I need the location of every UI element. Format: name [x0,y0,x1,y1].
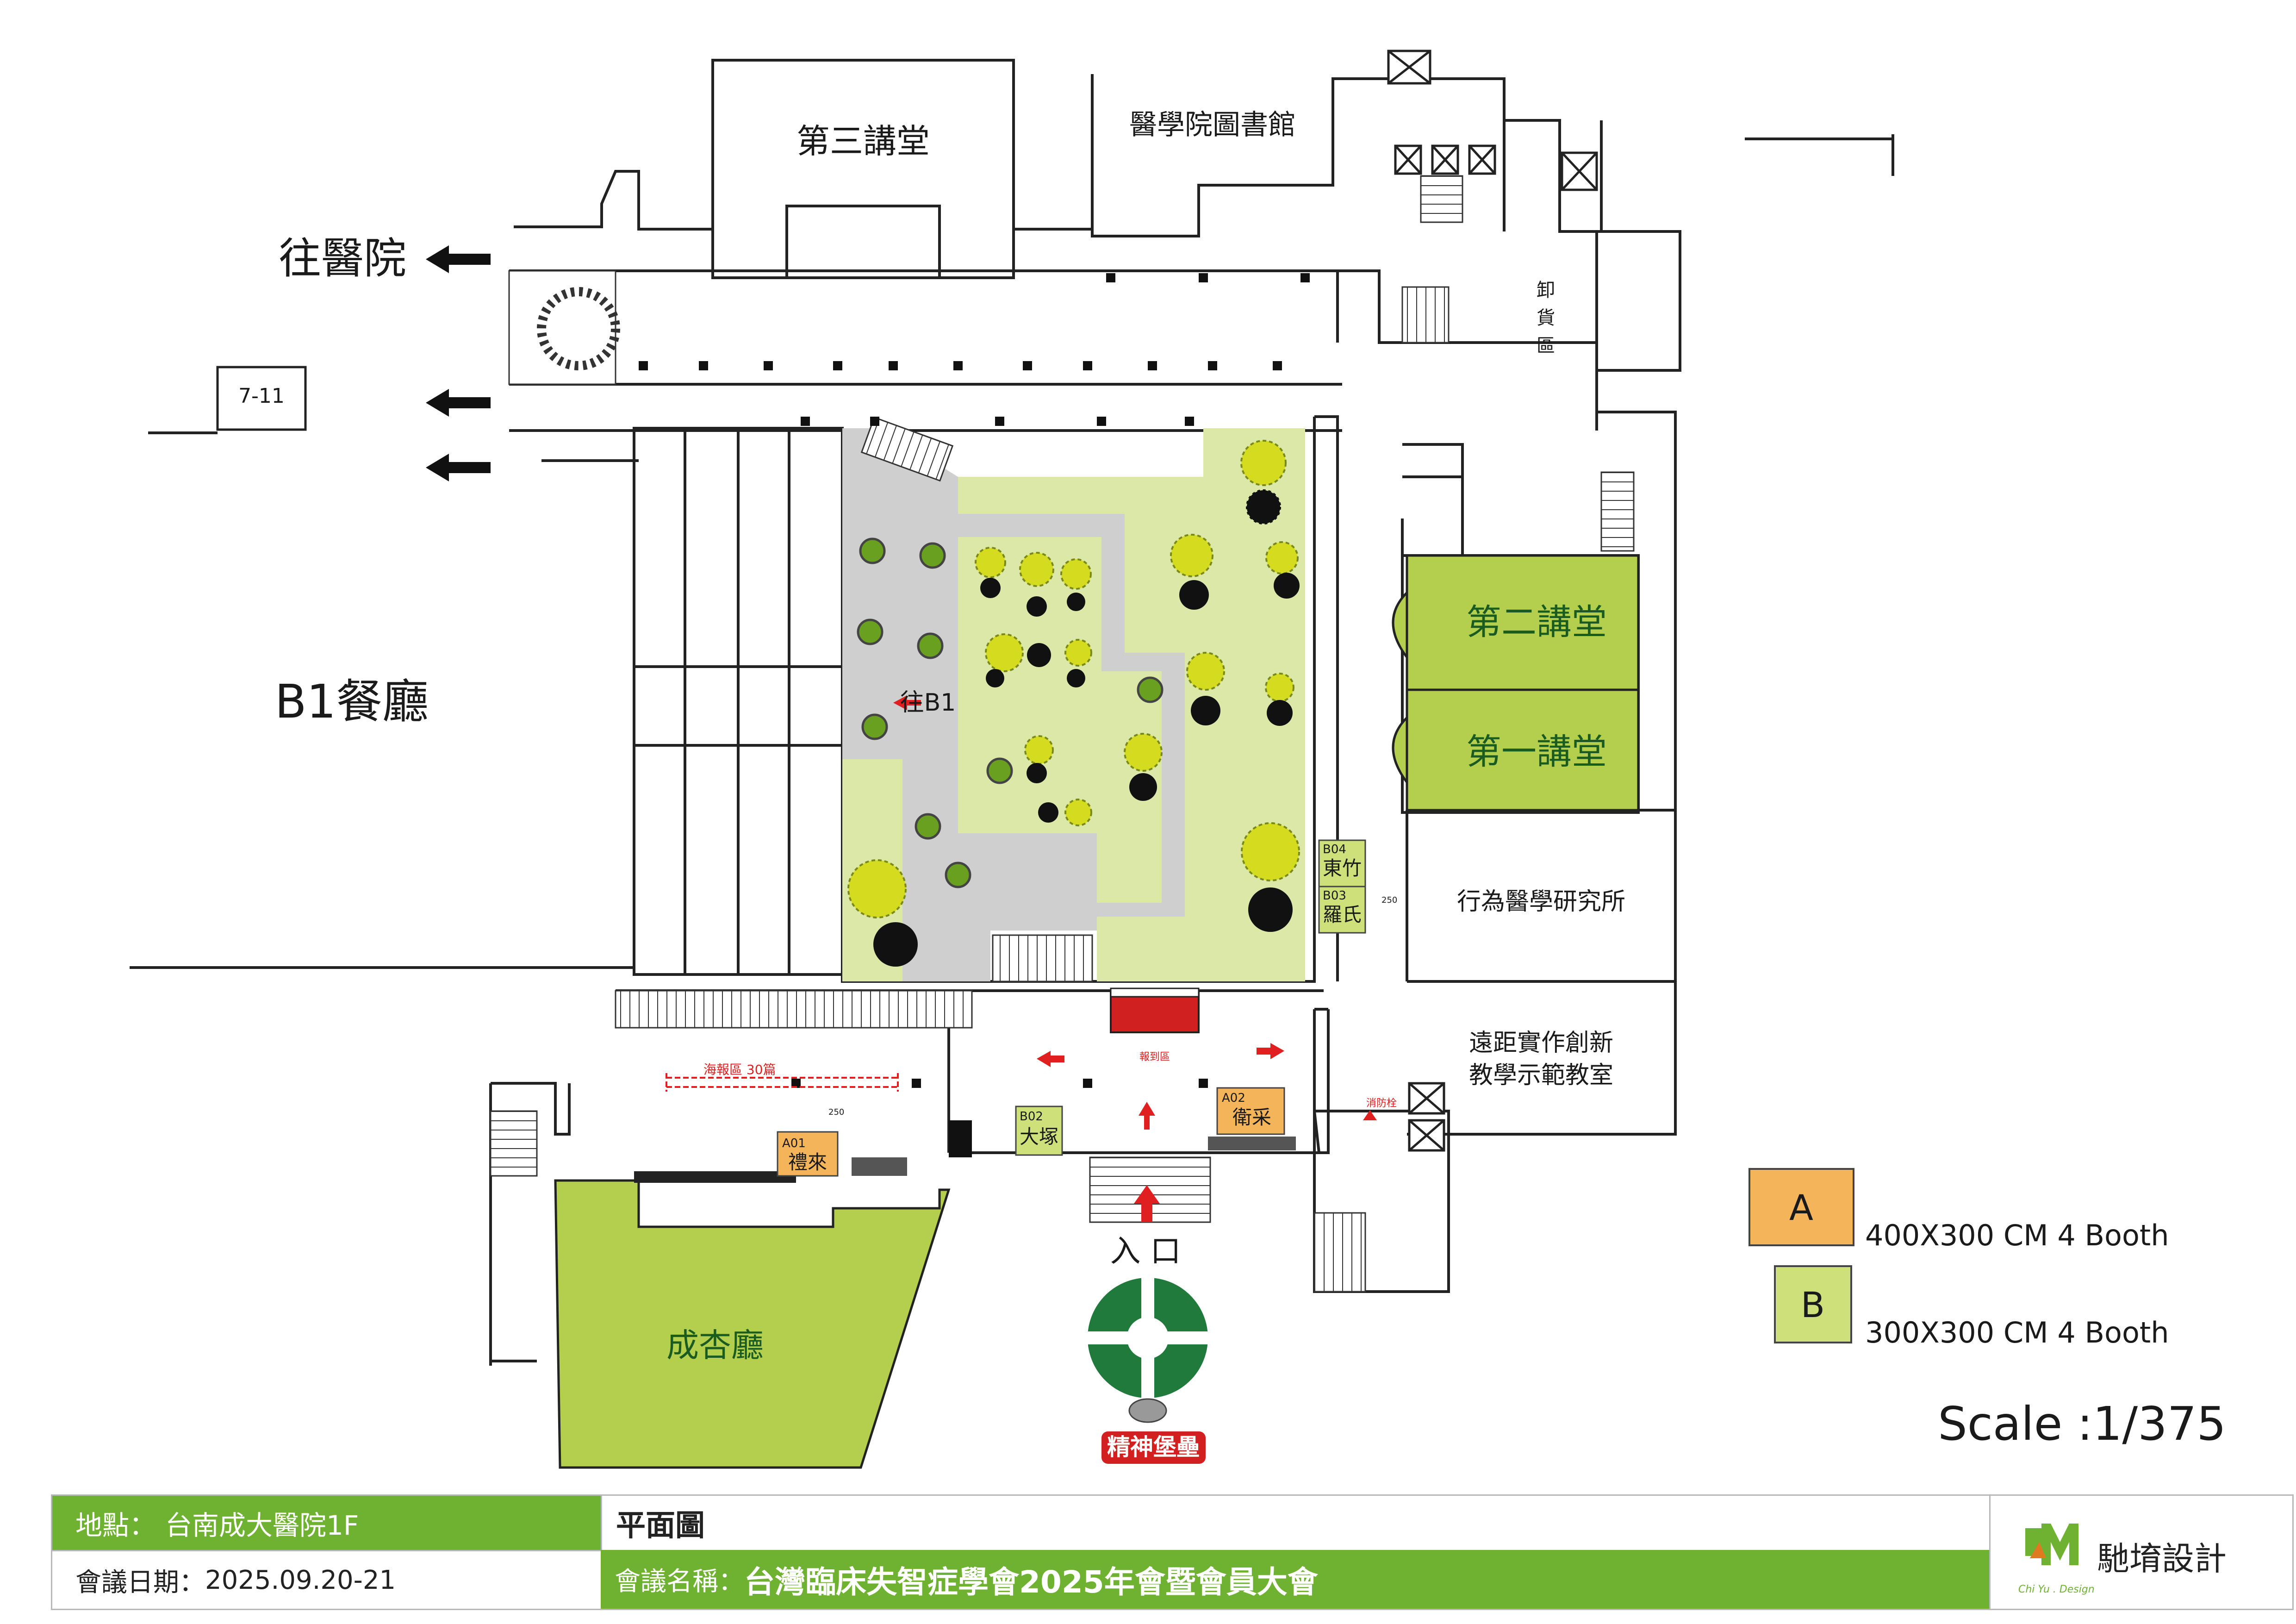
dimension-label-1: 250 [828,1107,844,1117]
location-label: 地點： [75,1509,156,1541]
entrance-arrow [1134,1185,1160,1222]
scale-label: Scale :1/375 [1938,1397,2226,1451]
plaza-tables [857,537,1164,888]
loading-label-2: 貨 [1537,307,1555,329]
legend-a-text: 400X300 CM 4 Booth [1865,1218,2169,1252]
first-lecture-hall [1406,688,1640,812]
registration-label: 報到區 [1139,1051,1170,1063]
company-logo-icon [2025,1524,2078,1565]
second-lecture-hall [1406,554,1640,691]
library-label: 醫學院圖書館 [1129,109,1296,141]
date-row: 會議日期： 2025.09.20-21 [52,1550,601,1609]
behavior-institute-label: 行為醫學研究所 [1457,888,1625,916]
legend-b-letter: B [1801,1284,1825,1325]
booth-b02-name: 大塚 [1020,1125,1058,1148]
booth-b04-code: B04 [1323,843,1346,856]
poster-area-label: 海報區 30篇 [703,1062,776,1077]
booth-b02-code: B02 [1020,1110,1043,1124]
flow-arrows [893,695,1377,1130]
chengxing-hall [554,1179,951,1469]
loading-label-1: 卸 [1537,280,1555,301]
columns [639,273,1310,1157]
remote-classroom-label-1: 遠距實作創新 [1469,1029,1613,1057]
exit-arrows [426,245,491,481]
booth-a01[interactable] [777,1131,839,1177]
date-label: 會議日期： [75,1567,205,1598]
first-hall-label: 第一講堂 [1466,731,1607,772]
company-block: 馳堉設計 Chi Yu . Design [1989,1496,2292,1609]
seven-eleven-box [216,366,307,431]
garden-path [958,514,1185,917]
seven-eleven-label: 7-11 [238,384,285,408]
legend-a-swatch [1748,1168,1854,1246]
booth-a02-name: 衛采 [1232,1106,1271,1129]
legend-b-text: 300X300 CM 4 Booth [1865,1316,2169,1349]
legend-b-swatch [1774,1265,1852,1343]
booth-b04-name: 東竹 [1323,857,1362,880]
booth-b04[interactable] [1318,839,1366,887]
booth-a01-code: A01 [782,1137,806,1150]
stairs [490,175,1635,1293]
booth-b03[interactable] [1318,886,1366,934]
second-hall-label: 第二講堂 [1466,601,1607,643]
to-b1-label: 往B1 [900,689,956,717]
company-name: 馳堉設計 [2097,1540,2227,1578]
registration-area [634,987,1296,1183]
date-value: 2025.09.20-21 [205,1565,396,1595]
booth-a02[interactable] [1216,1087,1285,1135]
b1-restaurant-label: B1餐廳 [275,675,429,729]
conference-row: 會議名稱： 台灣臨床失智症學會2025年會暨會員大會 [601,1550,1989,1609]
spirit-fort-icon [1083,1273,1213,1464]
legend-a-letter: A [1789,1187,1813,1228]
chengxing-hall-label: 成杏廳 [666,1326,764,1364]
conference-value: 台灣臨床失智症學會2025年會暨會員大會 [744,1564,1318,1600]
booth-a01-name: 禮來 [788,1151,827,1174]
location-value: 台南成大醫院1F [165,1509,359,1541]
elevators [1387,50,1598,1152]
poster-line [666,1073,899,1092]
remote-classroom-label-2: 教學示範教室 [1469,1062,1613,1089]
booth-b03-name: 羅氏 [1323,903,1362,926]
booth-a02-code: A02 [1222,1091,1245,1105]
conference-label: 會議名稱： [615,1567,744,1597]
company-name-en: Chi Yu . Design [2018,1584,2095,1595]
booth-b03-code: B03 [1323,889,1346,903]
plan-title: 平面圖 [601,1496,1989,1550]
third-hall-label: 第三講堂 [796,122,930,161]
entrance-label: 入 口 [1110,1233,1181,1269]
location-row: 地點： 台南成大醫院1F [52,1496,601,1550]
fire-hydrant-label: 消防栓 [1366,1098,1397,1109]
to-hospital-label: 往醫院 [279,234,406,283]
loading-label-3: 區 [1537,335,1555,356]
booth-b02[interactable] [1015,1106,1063,1156]
trees [847,440,1300,967]
booths [777,839,1366,1177]
title-block: 地點： 台南成大醫院1F 會議日期： 2025.09.20-21 平面圖 會議名… [51,1494,2294,1610]
spirit-fort-label: 精神堡壘 [1107,1434,1200,1461]
dimension-label-2: 250 [1381,895,1397,905]
